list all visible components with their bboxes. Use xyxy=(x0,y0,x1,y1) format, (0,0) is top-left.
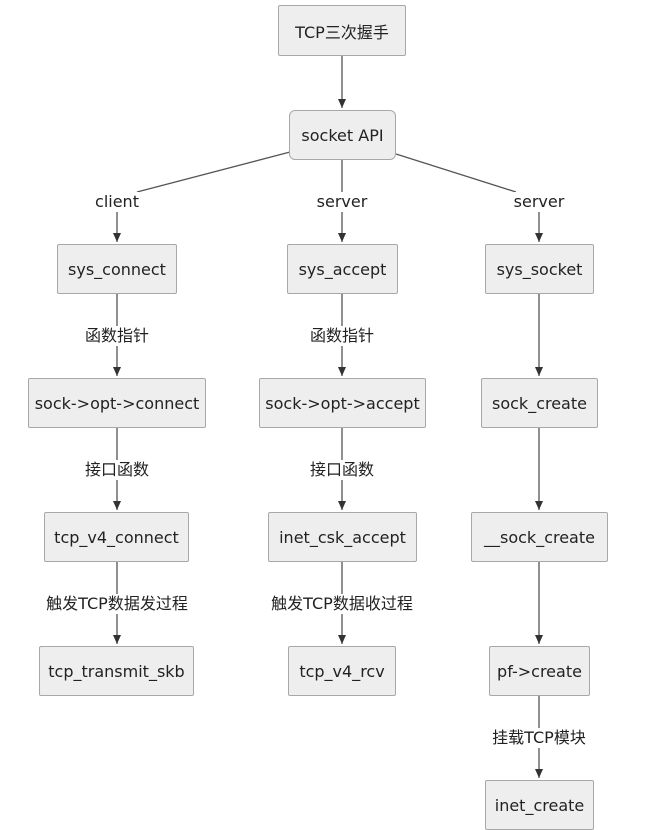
node-tcp-v4-rcv-label: tcp_v4_rcv xyxy=(299,661,385,681)
edge-label-server-socket: server xyxy=(513,192,565,212)
node-root: TCP三次握手 xyxy=(278,5,406,56)
edge-socket-api-to-server-socket xyxy=(395,153,517,193)
node-sock-create: sock_create xyxy=(481,378,598,428)
node-sock-opt-connect: sock->opt->connect xyxy=(28,378,206,428)
node-pf-create: pf->create xyxy=(489,646,590,696)
node-tcp-v4-connect-label: tcp_v4_connect xyxy=(54,527,179,547)
edge-label-fn-pointer-mid: 函数指针 xyxy=(309,326,375,346)
edge-socket-api-to-client xyxy=(136,151,291,193)
edge-label-fn-pointer-left: 函数指针 xyxy=(84,326,150,346)
node-socket-api: socket API xyxy=(289,110,396,160)
node-tcp-v4-rcv: tcp_v4_rcv xyxy=(288,646,396,696)
edge-label-trigger-recv: 触发TCP数据收过程 xyxy=(271,594,413,614)
edge-label-iface-fn-mid: 接口函数 xyxy=(309,460,375,480)
node-__sock-create-label: __sock_create xyxy=(484,527,595,547)
node-sys-accept: sys_accept xyxy=(287,244,398,294)
node-inet-create: inet_create xyxy=(485,780,594,830)
node-sys-connect: sys_connect xyxy=(57,244,177,294)
node-inet-csk-accept: inet_csk_accept xyxy=(268,512,417,562)
edge-label-trigger-send: 触发TCP数据发过程 xyxy=(46,594,188,614)
node-tcp-transmit-skb-label: tcp_transmit_skb xyxy=(48,661,185,681)
node-sock-opt-accept-label: sock->opt->accept xyxy=(265,393,420,413)
node-sock-opt-accept: sock->opt->accept xyxy=(259,378,426,428)
node-sys-socket-label: sys_socket xyxy=(496,259,583,279)
node-sys-accept-label: sys_accept xyxy=(298,259,387,279)
node-tcp-v4-connect: tcp_v4_connect xyxy=(44,512,189,562)
edge-label-iface-fn-left: 接口函数 xyxy=(84,460,150,480)
node-socket-api-label: socket API xyxy=(301,125,384,145)
node-pf-create-label: pf->create xyxy=(497,661,582,681)
node-inet-create-label: inet_create xyxy=(494,795,585,815)
edge-label-mount-tcp: 挂载TCP模块 xyxy=(492,728,586,748)
node-inet-csk-accept-label: inet_csk_accept xyxy=(279,527,406,547)
node-__sock-create: __sock_create xyxy=(471,512,608,562)
node-sys-connect-label: sys_connect xyxy=(68,259,166,279)
edge-label-client: client xyxy=(95,192,139,212)
node-sys-socket: sys_socket xyxy=(485,244,594,294)
node-root-label: TCP三次握手 xyxy=(295,22,389,42)
node-sock-opt-connect-label: sock->opt->connect xyxy=(34,393,200,413)
node-tcp-transmit-skb: tcp_transmit_skb xyxy=(39,646,194,696)
node-sock-create-label: sock_create xyxy=(492,393,587,413)
edge-label-server-accept: server xyxy=(316,192,368,212)
